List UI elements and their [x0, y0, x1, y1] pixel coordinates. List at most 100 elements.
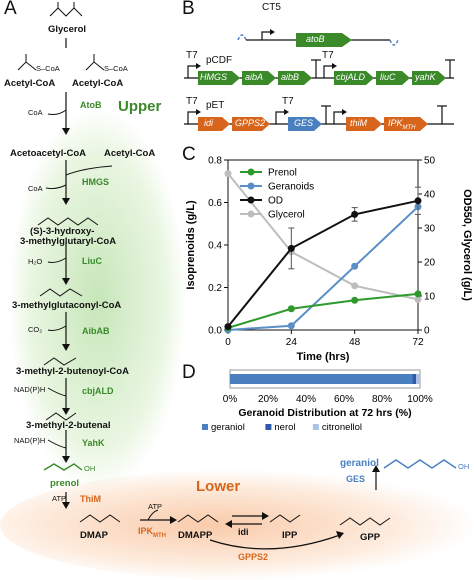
gene-ges: GES: [294, 118, 314, 128]
enzyme-hmgs: HMGS: [82, 177, 109, 187]
y-tick-label: 0.8: [208, 156, 222, 167]
x-tick-label: 72: [412, 337, 424, 348]
x-tick-label: 60%: [334, 394, 354, 405]
metabolite-hmg-coa-line2: 3-methylglutaryl-CoA: [20, 236, 117, 247]
data-point-glycerol: [351, 282, 359, 290]
data-point-prenol: [414, 290, 422, 298]
x-tick-label: 0: [225, 337, 231, 348]
legend-label: Prenol: [268, 168, 297, 179]
enzyme-ipk: IPKMTH: [138, 526, 166, 539]
data-point-glycerol: [414, 295, 422, 303]
legend-label: Geranoids: [268, 182, 314, 193]
panel-letter-b: B: [182, 0, 195, 19]
enzyme-thim: ThiM: [80, 494, 101, 504]
legend-marker: [247, 182, 255, 190]
enzyme-gpps2: GPPS2: [238, 552, 269, 562]
metabolite-methylbutenoyl-coa: 3-methyl-2-butenoyl-CoA: [16, 366, 129, 377]
y-axis-label: Isoprenoids (g/L): [185, 200, 197, 290]
y2-tick-label: 30: [424, 224, 436, 235]
series-line-glycerol: [227, 172, 419, 301]
metabolite-geraniol: geraniol: [340, 458, 379, 469]
gene-idi: idi: [204, 118, 214, 128]
enzyme-yahk: YahK: [82, 438, 105, 448]
y2-tick-label: 50: [424, 156, 436, 167]
legend-label: citronellol: [322, 422, 362, 433]
metabolite-dmapp: DMAPP: [178, 530, 213, 541]
x-tick-label: 80%: [372, 394, 392, 405]
legend-label: OD: [268, 196, 283, 207]
gene-thim: thiM: [350, 118, 368, 128]
panel-letter-c: C: [182, 144, 196, 165]
scoa-label-2: S–CoA: [104, 64, 128, 73]
gene-ipk-sub: MTH: [402, 124, 416, 131]
y2-tick-label: 40: [424, 190, 436, 201]
gene-ipk: IPKMTH: [388, 118, 416, 131]
gene-gpps2: GPPS2: [235, 118, 266, 128]
lower-background: [0, 470, 474, 580]
panel-letter-a: A: [4, 0, 17, 19]
legend-label: geraniol: [211, 422, 245, 433]
co2-label: CO₂: [28, 325, 43, 334]
h2o-label: H₂O: [28, 257, 43, 266]
x-tick-label: 100%: [407, 394, 433, 405]
x-tick-label: 0%: [223, 394, 238, 405]
series-line-geranoids: [227, 206, 419, 331]
metabolite-methylglutaconyl-coa: 3-methylglutaconyl-CoA: [12, 300, 122, 311]
series-line-prenol: [227, 292, 419, 329]
x-tick-label: 24: [286, 337, 298, 348]
y-tick-label: 0.0: [208, 326, 222, 337]
construct-pet: [184, 105, 454, 131]
pet-label: pET: [206, 100, 225, 111]
x-tick-label: 48: [349, 337, 361, 348]
panel-letter-d: D: [182, 362, 196, 383]
t7-label-3: T7: [186, 96, 198, 107]
oh-label-prenol: OH: [84, 464, 96, 473]
t7-label-4: T7: [282, 96, 294, 107]
metabolite-gpp: GPP: [360, 532, 381, 543]
legend-swatch: [312, 424, 319, 430]
coa-label-2: CoA: [28, 184, 43, 193]
legend-marker: [247, 210, 255, 218]
data-point-od: [414, 197, 422, 205]
enzyme-ipk-label: IPK: [138, 526, 154, 536]
x-axis-label: Time (hrs): [297, 351, 350, 363]
enzyme-ipk-sub: MTH: [153, 532, 167, 539]
y2-tick-label: 20: [424, 258, 436, 269]
gene-cbjald: cbjALD: [336, 72, 366, 82]
legend-label: Glycerol: [268, 210, 305, 221]
gene-hmgs: HMGS: [200, 72, 227, 82]
data-point-geranoids: [351, 262, 359, 270]
legend-label: nerol: [274, 422, 295, 433]
enzyme-liuc: LiuC: [82, 256, 102, 266]
gene-atob: atoB: [306, 34, 325, 44]
construct-ct5: [237, 29, 399, 47]
series-line-od: [227, 199, 419, 328]
atp-label-2: ATP: [148, 502, 163, 511]
y-tick-label: 0.2: [208, 283, 222, 294]
atp-label-1: ATP: [52, 494, 67, 503]
upper-label: Upper: [118, 98, 162, 115]
x-tick-label: 40%: [296, 394, 316, 405]
legend-marker: [247, 196, 255, 204]
gene-yahk: yahK: [415, 72, 436, 82]
y2-tick-label: 10: [424, 292, 436, 303]
metabolite-glycerol: Glycerol: [48, 24, 87, 35]
legend-marker: [247, 168, 255, 176]
y-tick-label: 0.6: [208, 198, 222, 209]
coa-label-1: CoA: [28, 108, 43, 117]
ct5-label: CT5: [262, 2, 281, 13]
metabolite-hmg-coa-line1: (S)-3-hydroxy-: [30, 226, 95, 237]
oh-label-geraniol: OH: [458, 462, 470, 471]
geranoid-distribution-chart: 0%20%40%60%80%100%Geranoid Distribution …: [202, 369, 433, 433]
legend-swatch: [202, 424, 208, 430]
bar-segment-nerol: [412, 374, 417, 384]
metabolite-acetyl-coa-3: Acetyl-CoA: [104, 148, 156, 159]
data-point-prenol: [351, 296, 359, 304]
metabolite-ipp: IPP: [282, 530, 298, 541]
enzyme-cbjald: cbjALD: [82, 386, 114, 396]
y2-tick-label: 0: [424, 326, 430, 337]
enzyme-aibab: AibAB: [82, 326, 110, 336]
scoa-label-1: S–CoA: [36, 64, 60, 73]
